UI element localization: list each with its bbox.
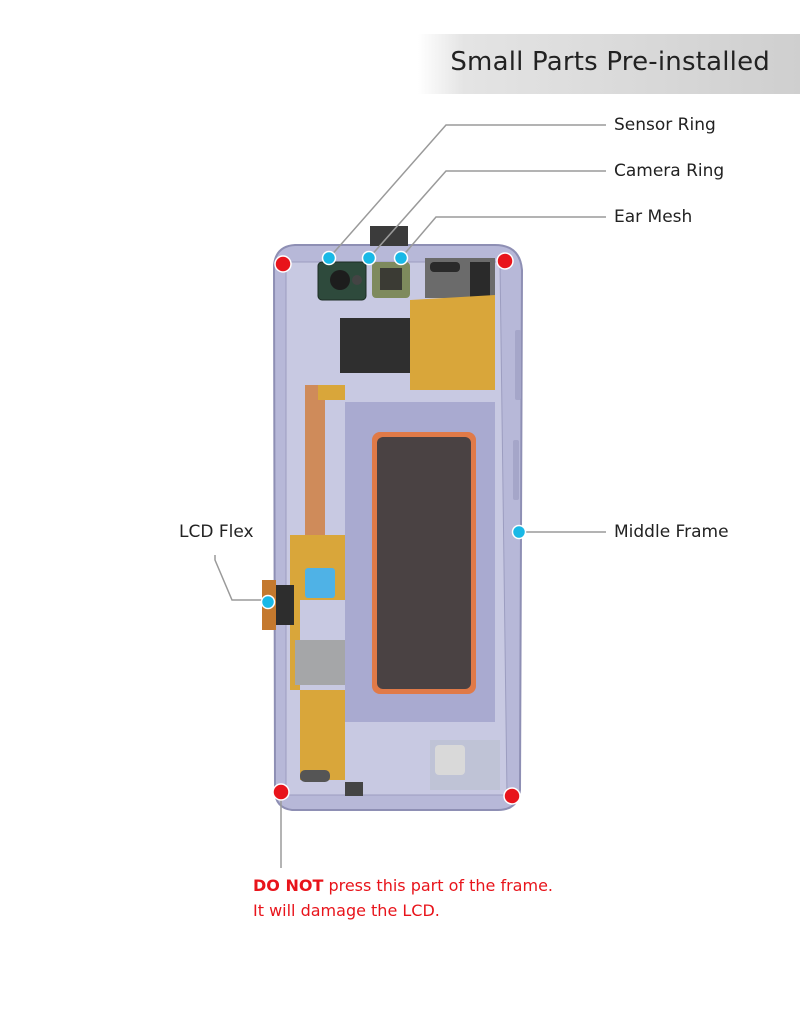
leader-lines (214, 124, 606, 868)
corner-warning-markers (272, 252, 521, 805)
warning-emphasis: DO NOT (253, 876, 324, 895)
middle-frame-illustration (262, 226, 524, 811)
lcd-flex-marker (260, 594, 276, 610)
sensor-ring-marker (321, 250, 337, 266)
warning-line-1: DO NOT press this part of the frame. (253, 873, 553, 898)
corner-bottom-right-marker (503, 787, 521, 805)
corner-top-left-marker (274, 255, 292, 273)
warning-line-1-text: press this part of the frame. (323, 876, 553, 895)
sensor-ring-leader (328, 124, 606, 259)
corner-top-right-marker (496, 252, 514, 270)
lcd-flex-label: LCD Flex (179, 522, 254, 542)
lcd-flex-leader (214, 555, 268, 601)
callout-markers (260, 250, 527, 610)
ear-mesh-label: Ear Mesh (614, 207, 693, 227)
ear-mesh-leader (400, 216, 606, 259)
middle-frame-label: Middle Frame (614, 522, 729, 542)
banner-title: Small Parts Pre-installed (450, 47, 770, 77)
camera-ring-label: Camera Ring (614, 161, 725, 181)
title-banner: Small Parts Pre-installed (418, 34, 800, 94)
warning-line-2: It will damage the LCD. (253, 901, 440, 920)
camera-ring-marker (361, 250, 377, 266)
warning-note: DO NOT press this part of the frame. It … (253, 873, 553, 923)
sensor-ring-label: Sensor Ring (614, 115, 716, 135)
camera-ring-leader (368, 170, 606, 259)
corner-bottom-left-marker (272, 783, 290, 801)
ear-mesh-marker (393, 250, 409, 266)
middle-frame-marker (511, 524, 527, 540)
